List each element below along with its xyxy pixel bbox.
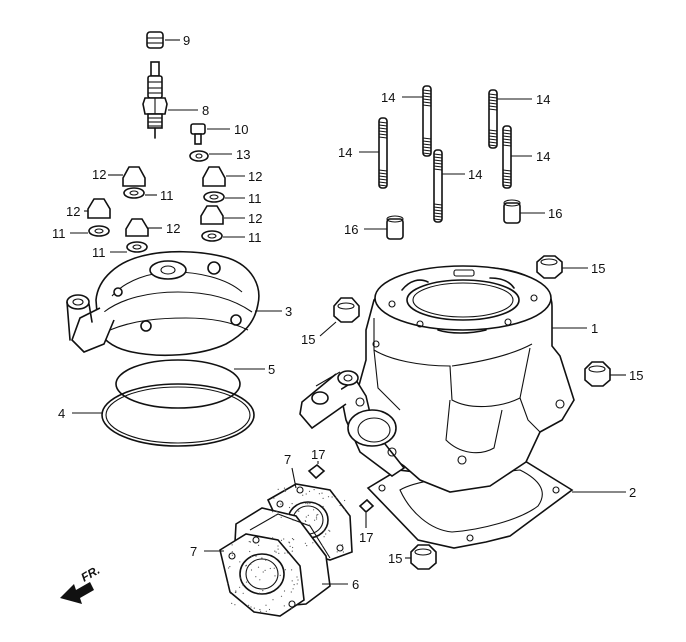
callout-14-a: 14 [381, 90, 395, 105]
direction-label: FR. [79, 563, 103, 585]
part-10-bolt [190, 123, 206, 145]
part-17-blocks [307, 463, 375, 514]
callout-15-a: 15 [591, 261, 605, 276]
callout-5: 5 [268, 362, 275, 377]
callout-11-d: 11 [248, 230, 262, 245]
callout-10: 10 [234, 122, 248, 137]
part-8-spark-plug [142, 61, 168, 139]
part-5-gasket-ring [115, 359, 241, 409]
part-1-cylinder [299, 265, 575, 493]
callout-11-a: 11 [160, 188, 174, 203]
callout-15-d: 15 [388, 551, 402, 566]
part-13-washer [189, 150, 209, 162]
callout-4: 4 [58, 406, 65, 421]
part-15-nuts [333, 255, 611, 570]
callout-9: 9 [183, 33, 190, 48]
callout-7-a: 7 [284, 452, 291, 467]
callout-14-d: 14 [536, 92, 550, 107]
callout-14-e: 14 [536, 149, 550, 164]
callout-12-c: 12 [66, 204, 80, 219]
callout-8: 8 [202, 103, 209, 118]
callout-11-c: 11 [52, 226, 66, 241]
stud-threads [378, 89, 512, 221]
callout-1: 1 [591, 321, 598, 336]
callout-12-d: 12 [166, 221, 180, 236]
callout-11-b: 11 [248, 191, 262, 206]
callout-17-b: 17 [359, 530, 373, 545]
part-9-plug-cap [146, 31, 164, 49]
callout-16-a: 16 [344, 222, 358, 237]
callout-6: 6 [352, 577, 359, 592]
callout-13: 13 [236, 147, 250, 162]
part-4-o-ring [101, 383, 255, 447]
part-16-dowels [386, 199, 521, 240]
callout-14-c: 14 [468, 167, 482, 182]
callout-7-b: 7 [190, 544, 197, 559]
callout-14-b: 14 [338, 145, 352, 160]
callout-15-b: 15 [301, 332, 315, 347]
callout-12-e: 12 [248, 211, 262, 226]
callout-2: 2 [629, 485, 636, 500]
callout-12-a: 12 [92, 167, 106, 182]
callout-16-b: 16 [548, 206, 562, 221]
callout-11-e: 11 [92, 245, 106, 260]
callout-17-a: 17 [311, 447, 325, 462]
callout-3: 3 [285, 304, 292, 319]
callout-15-c: 15 [629, 368, 643, 383]
front-direction-arrow [60, 582, 94, 604]
gasket-speckle [227, 487, 346, 612]
callout-12-b: 12 [248, 169, 262, 184]
part-3-cylinder-head [66, 250, 260, 357]
head-nuts-washers [87, 166, 226, 253]
